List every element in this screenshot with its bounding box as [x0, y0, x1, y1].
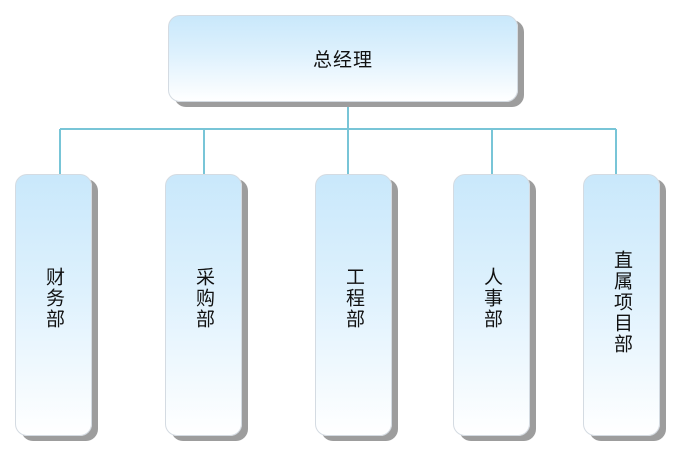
finance-dept-label: 财务部 — [43, 266, 65, 330]
direct-projects-dept-node[interactable]: 直属项目部 — [583, 174, 660, 436]
direct-projects-dept-label: 直属项目部 — [611, 249, 633, 355]
purchasing-dept-label: 采购部 — [193, 266, 215, 330]
engineering-dept-node[interactable]: 工程部 — [315, 174, 392, 436]
engineering-dept-label: 工程部 — [343, 266, 365, 330]
purchasing-dept-node[interactable]: 采购部 — [165, 174, 242, 436]
hr-dept-label: 人事部 — [481, 266, 503, 330]
general-manager-label: 总经理 — [312, 49, 373, 71]
general-manager-node[interactable]: 总经理 — [168, 15, 518, 102]
finance-dept-node[interactable]: 财务部 — [15, 174, 92, 436]
hr-dept-node[interactable]: 人事部 — [453, 174, 530, 436]
